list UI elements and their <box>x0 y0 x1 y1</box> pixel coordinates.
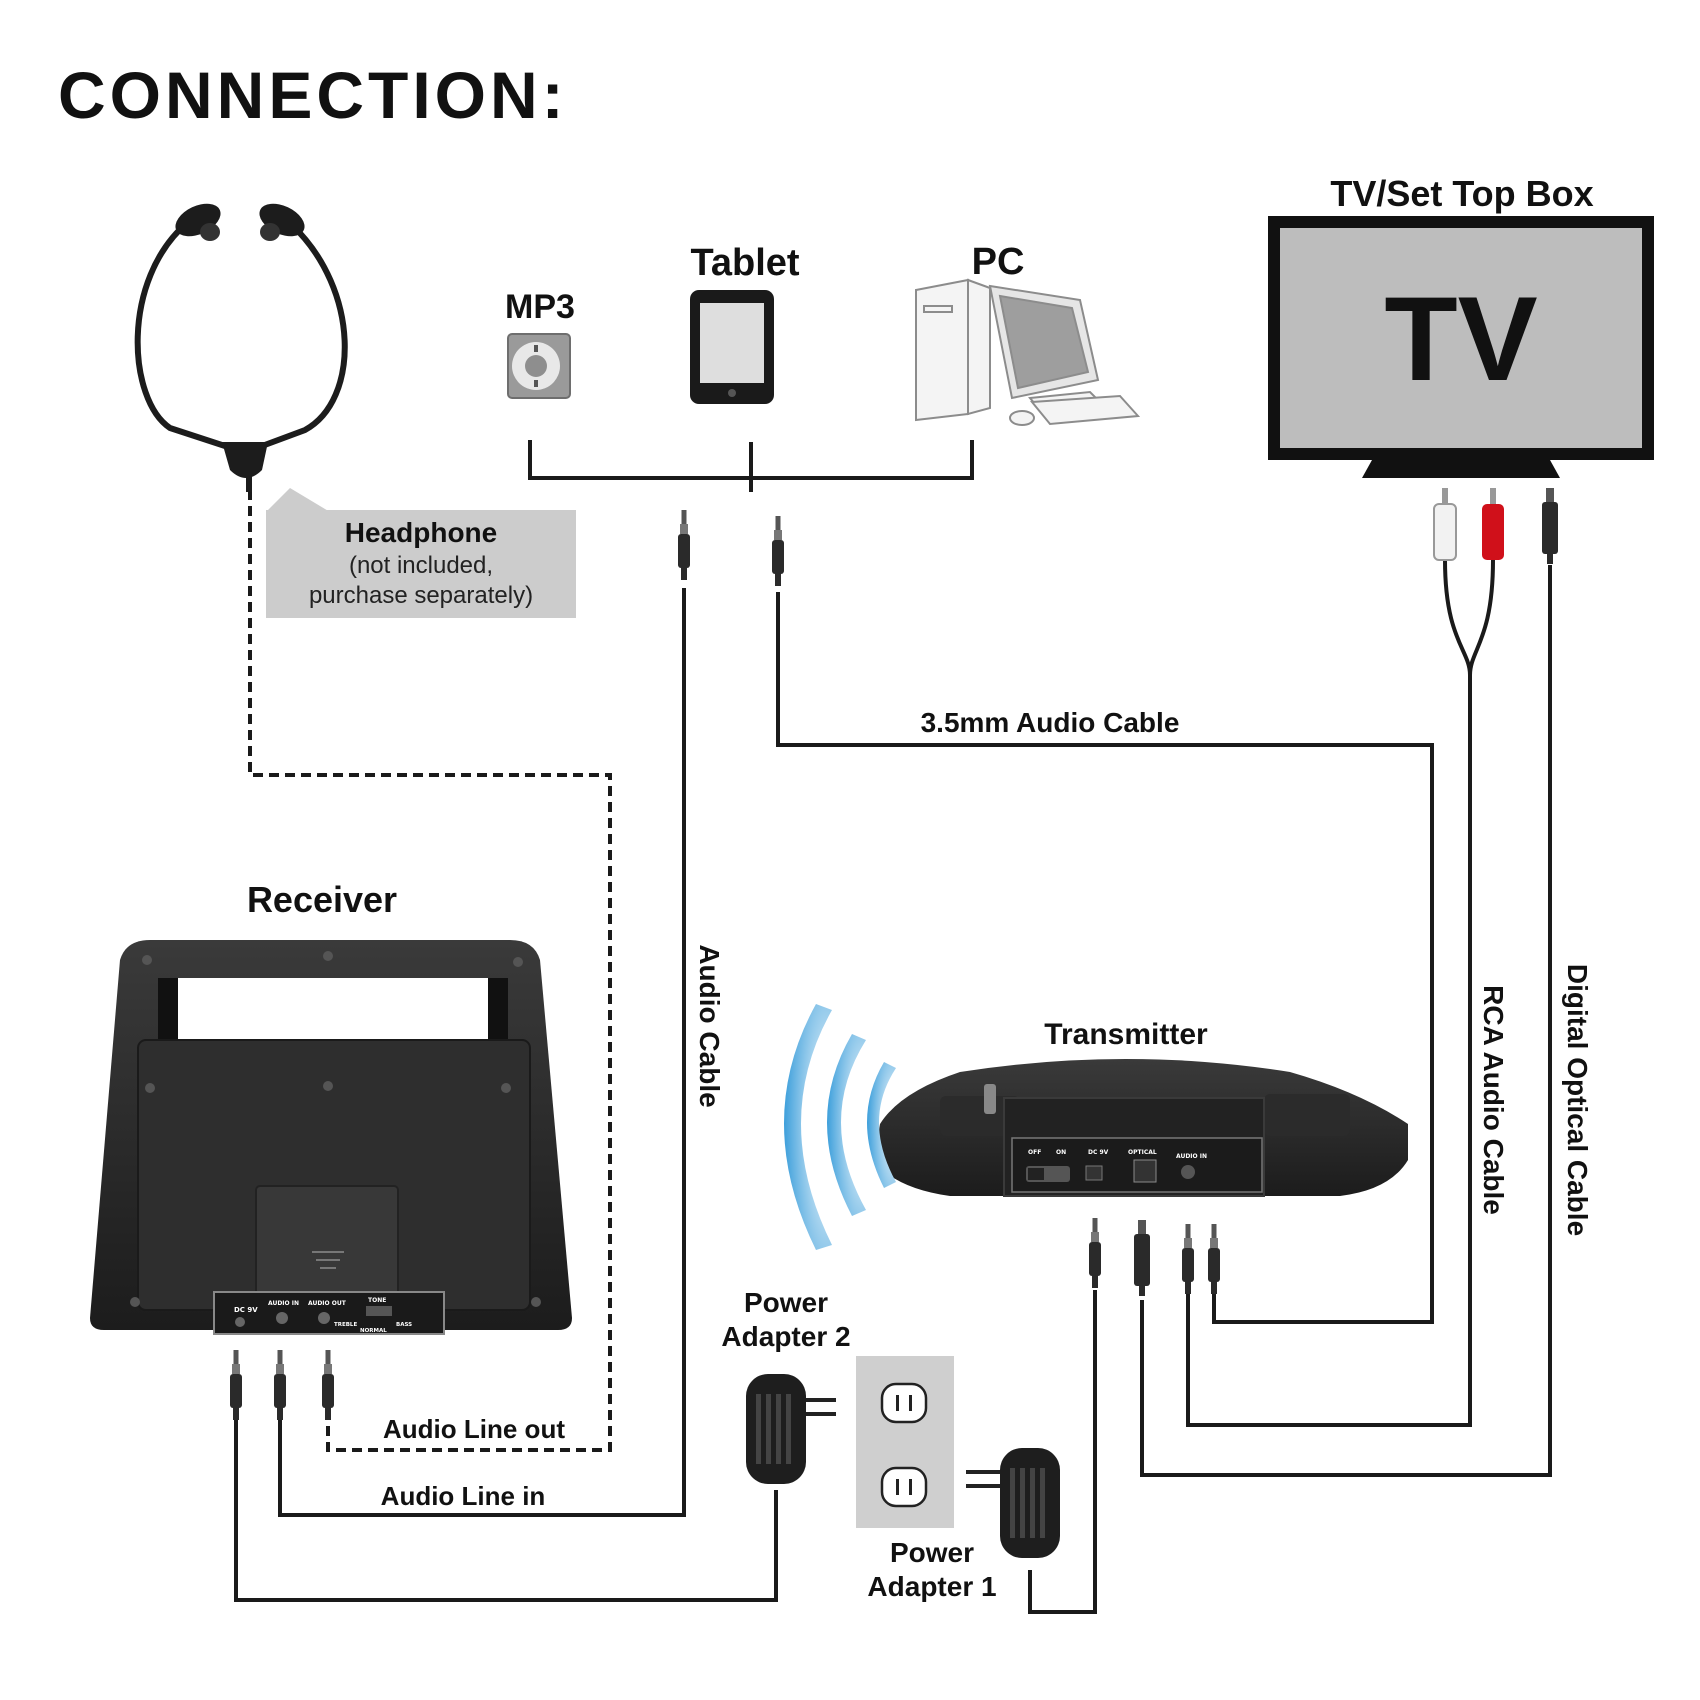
rca-cable-label: RCA Audio Cable <box>1478 985 1509 1215</box>
power-adapter-2 <box>746 1374 836 1484</box>
page-title: CONNECTION: <box>58 58 568 132</box>
headphone-note-line-2: purchase separately) <box>309 582 533 609</box>
line-out-label: Audio Line out <box>383 1414 565 1444</box>
receiver: DC 9V AUDIO IN AUDIO OUT TONE TREBLE NOR… <box>90 940 572 1335</box>
mp3-player <box>507 333 571 399</box>
cable-3-5mm-label: 3.5mm Audio Cable <box>921 707 1180 738</box>
wall-outlet <box>856 1356 954 1528</box>
receiver-audio-in-plug <box>274 1350 286 1420</box>
headphone <box>134 203 348 492</box>
power-adapter-1 <box>966 1448 1060 1558</box>
transmitter-optical-label: OPTICAL <box>1128 1149 1157 1156</box>
tablet <box>690 290 774 404</box>
transmitter-audio-in-plug <box>1208 1224 1220 1294</box>
receiver-bass-label: BASS <box>396 1322 412 1328</box>
transmitter-audio-in-label: AUDIO IN <box>1176 1153 1207 1160</box>
receiver-dc-label: DC 9V <box>234 1306 258 1314</box>
tablet-label: Tablet <box>690 242 799 284</box>
tv-screen-text: TV <box>1384 272 1537 406</box>
receiver-dc-plug <box>230 1350 242 1420</box>
transmitter: OFF ON DC 9V OPTICAL AUDIO IN <box>874 1059 1408 1197</box>
transmitter-rca-jack <box>1182 1224 1194 1294</box>
receiver-audio-in-label: AUDIO IN <box>268 1300 299 1307</box>
source-bracket <box>528 440 974 492</box>
tv-box-label: TV/Set Top Box <box>1330 173 1593 214</box>
transmitter-off-label: OFF <box>1028 1149 1041 1156</box>
tv: TV <box>1268 216 1654 478</box>
audio-cable-label: Audio Cable <box>694 944 725 1107</box>
headphone-label: Headphone <box>345 517 497 548</box>
power-adapter-1-label-2: Adapter 1 <box>867 1571 996 1602</box>
cable-lines <box>234 490 1552 1614</box>
line-in-label: Audio Line in <box>381 1481 546 1511</box>
receiver-audio-out-label: AUDIO OUT <box>308 1300 347 1307</box>
transmitter-dc-plug <box>1089 1218 1101 1288</box>
power-adapter-1-label-1: Power <box>890 1537 974 1568</box>
transmitter-on-label: ON <box>1056 1149 1066 1156</box>
optical-plug-tv <box>1542 488 1558 564</box>
headphone-dashed-cable <box>248 490 612 1452</box>
headphone-note-line-1: (not included, <box>349 552 493 579</box>
receiver-normal-label: NORMAL <box>360 1328 387 1334</box>
audio-cable-top-jack <box>678 510 690 580</box>
cable-power-1 <box>1028 1290 1097 1614</box>
aux-3-5mm-top-jack <box>772 516 784 586</box>
receiver-tone-label: TONE <box>368 1297 386 1304</box>
pc-label: PC <box>972 241 1025 283</box>
cable-power-2 <box>234 1418 778 1602</box>
cable-rca <box>1186 559 1472 1427</box>
mp3-label: MP3 <box>505 288 575 326</box>
receiver-treble-label: TREBLE <box>334 1322 357 1328</box>
cable-3-5mm <box>776 592 1434 1324</box>
cable-optical <box>1140 565 1552 1477</box>
cable-audio <box>278 588 686 1517</box>
optical-cable-label: Digital Optical Cable <box>1562 964 1593 1236</box>
transmitter-dc-label: DC 9V <box>1088 1149 1109 1156</box>
rca-plugs <box>1433 488 1504 561</box>
power-adapter-2-label-2: Adapter 2 <box>721 1321 850 1352</box>
receiver-label: Receiver <box>247 879 397 920</box>
headphone-callout: Headphone (not included, purchase separa… <box>266 488 576 618</box>
transmitter-optical-plug <box>1134 1220 1150 1296</box>
wireless-wave-icon <box>784 1004 896 1250</box>
receiver-audio-out-plug <box>322 1350 334 1420</box>
pc <box>915 278 1141 426</box>
power-adapter-2-label-1: Power <box>744 1287 828 1318</box>
transmitter-label: Transmitter <box>1044 1018 1208 1051</box>
